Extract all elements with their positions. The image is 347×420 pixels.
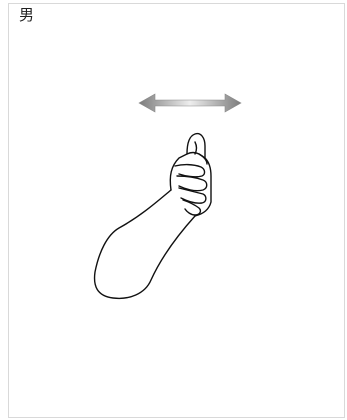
sign-illustration xyxy=(9,4,346,419)
horizontal-arrow-icon xyxy=(139,94,241,112)
thumbs-up-hand-icon xyxy=(95,134,211,299)
sign-card: 男 xyxy=(8,3,345,418)
